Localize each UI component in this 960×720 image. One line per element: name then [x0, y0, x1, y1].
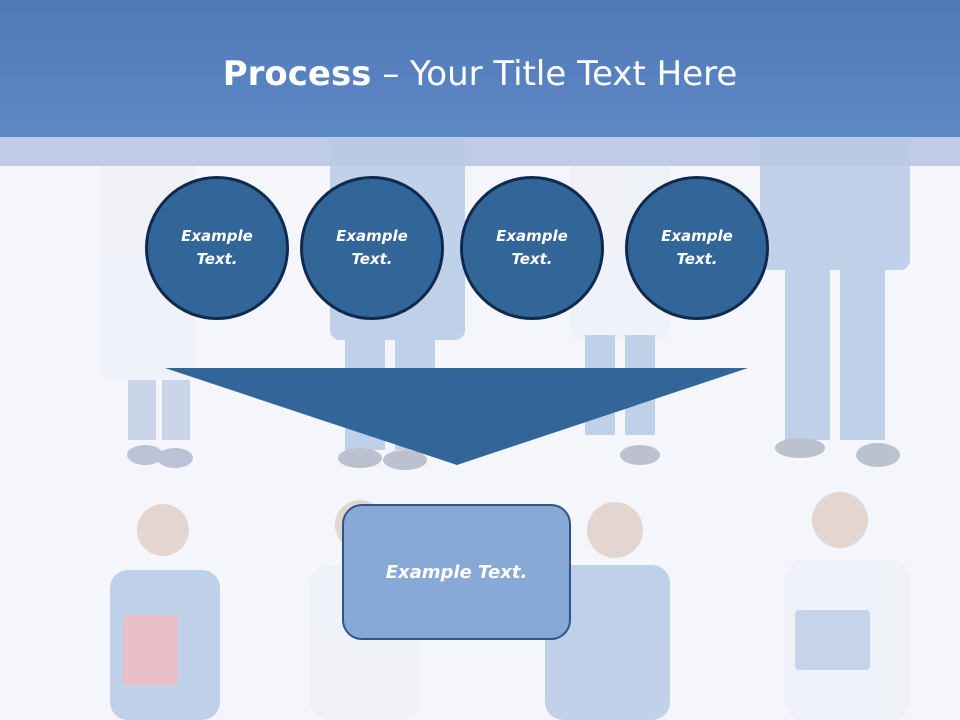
- funnel-arrow-shape: [165, 368, 748, 465]
- process-result-text: Example Text.: [385, 561, 528, 583]
- title-bar: [0, 0, 960, 137]
- process-step-3-line1: Example: [496, 227, 568, 245]
- process-step-2-line2: Text.: [351, 250, 393, 268]
- process-step-2-line1: Example: [336, 227, 408, 245]
- process-step-4-line2: Text.: [676, 250, 718, 268]
- process-step-1-line2: Text.: [196, 250, 238, 268]
- process-step-4-line1: Example: [661, 227, 733, 245]
- process-step-3-line2: Text.: [511, 250, 553, 268]
- title-bar-strip: [0, 137, 960, 166]
- process-step-1-line1: Example: [181, 227, 253, 245]
- process-result-box[interactable]: Example Text.: [342, 504, 571, 640]
- title-regular-part: – Your Title Text Here: [371, 54, 738, 94]
- slide-title: Process – Your Title Text Here: [0, 52, 960, 96]
- title-bold-part: Process: [222, 54, 372, 94]
